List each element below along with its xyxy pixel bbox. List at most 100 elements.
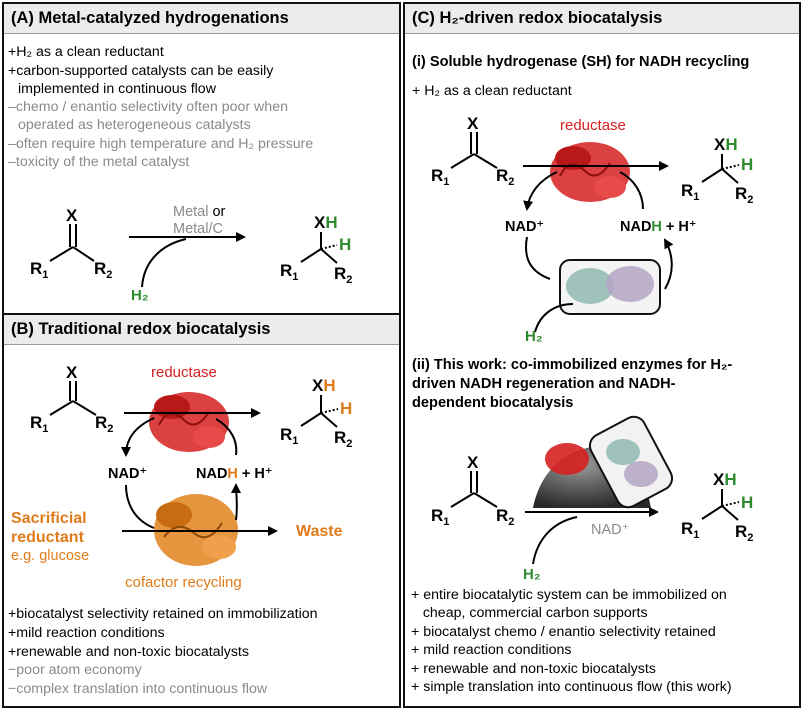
product-structure [300, 232, 338, 264]
list-item: + renewable and non-toxic biocatalysts [411, 661, 656, 677]
reductant-label: reductant [11, 529, 85, 546]
product-xh: XH [314, 213, 338, 232]
sacrificial-label: Sacrificial [11, 510, 87, 527]
reductase-protein-image [149, 392, 229, 452]
panel-c: (C) H₂-driven redox biocatalysis (i) Sol… [403, 2, 801, 708]
panel-c-title: (C) H₂-driven redox biocatalysis [412, 9, 663, 27]
list-item: +H₂ as a clean reductant [8, 44, 164, 60]
glucose-label: e.g. glucose [11, 548, 89, 564]
list-item: cheap, commercial carbon supports [411, 605, 648, 621]
reductase-label: reductase [560, 117, 626, 134]
nad-plus-label: NAD⁺ [591, 522, 629, 538]
ketone-structure [49, 224, 95, 262]
list-item: operated as heterogeneous catalysts [18, 117, 251, 133]
atom-x: X [66, 206, 78, 225]
panel-a-title: (A) Metal-catalyzed hydrogenations [11, 9, 289, 27]
product-r2: R2 [334, 428, 352, 450]
cycle-arrow-left [121, 417, 155, 457]
carbon-support-image [533, 415, 674, 509]
h2-curve [532, 516, 578, 565]
r1-label: R1 [30, 259, 48, 281]
sub-i-title: (i) Soluble hydrogenase (SH) for NADH re… [412, 54, 750, 70]
sh-cycle-left [525, 236, 551, 280]
list-item: –chemo / enantio selectivity often poor … [8, 99, 288, 115]
product-h: H [741, 493, 753, 512]
cofactor-recycling-label: cofactor recycling [125, 574, 242, 591]
list-item: +biocatalyst selectivity retained on imm… [8, 606, 318, 622]
h2-label: H₂ [525, 328, 543, 345]
list-item: +carbon-supported catalysts can be easil… [8, 63, 274, 79]
ketone-structure [450, 471, 498, 508]
product-structure [300, 395, 339, 428]
cycle-arrow-right [215, 418, 238, 456]
product-h: H [741, 155, 753, 174]
panel-c-header: (C) H₂-driven redox biocatalysis [405, 4, 799, 34]
product-structure [701, 154, 740, 184]
product-h: H [340, 399, 352, 418]
r2-label: R2 [94, 259, 112, 281]
sh-cycle-right [664, 238, 674, 290]
product-r2: R2 [735, 184, 753, 206]
list-item: + simple translation into continuous flo… [411, 679, 732, 695]
metal-c-label: Metal/C [173, 221, 223, 237]
atom-x: X [467, 453, 479, 472]
panel-a-scheme: X R1 R2 Metal or Metal/C H₂ XH H R1 R2 [30, 204, 352, 304]
h2-label: H₂ [131, 287, 149, 304]
list-item: implemented in continuous flow [18, 81, 216, 97]
soluble-hydrogenase-image [559, 259, 661, 315]
list-item: + biocatalyst chemo / enantio selectivit… [411, 624, 716, 640]
r1-label: R1 [431, 166, 449, 188]
reductase-label: reductase [151, 364, 217, 381]
product-h: H [339, 235, 351, 254]
product-r1: R1 [681, 519, 699, 541]
lower-cycle-right [231, 483, 242, 521]
nad-plus-label: NAD⁺ [505, 219, 544, 235]
panel-a-header: (A) Metal-catalyzed hydrogenations [4, 4, 399, 34]
product-r2: R2 [735, 522, 753, 544]
h2-curve [141, 238, 187, 288]
product-xh: XH [714, 135, 738, 154]
waste-label: Waste [296, 523, 343, 540]
panel-c-scheme-i: reductase X R1 R2 NAD⁺ NADH + H⁺ H₂ [431, 114, 753, 345]
ketone-structure [450, 132, 498, 169]
atom-x: X [467, 114, 479, 133]
nad-plus-label: NAD⁺ [108, 466, 147, 482]
product-r1: R1 [280, 425, 298, 447]
product-xh: XH [312, 376, 336, 395]
list-item: –toxicity of the metal catalyst [8, 154, 190, 170]
product-r1: R1 [681, 181, 699, 203]
sub-i-item: + H₂ as a clean reductant [412, 83, 572, 99]
cycle-arrow-right [619, 171, 644, 210]
r2-label: R2 [496, 506, 514, 528]
sub-ii-title-line-3: dependent biocatalysis [412, 395, 574, 411]
list-item: + entire biocatalytic system can be immo… [411, 587, 727, 603]
list-item: +renewable and non-toxic biocatalysts [8, 644, 249, 660]
r1-label: R1 [30, 413, 48, 435]
r2-label: R2 [95, 413, 113, 435]
r2-label: R2 [496, 166, 514, 188]
panel-a: (A) Metal-catalyzed hydrogenations +H₂ a… [2, 2, 401, 315]
panel-b-scheme: reductase X R1 R2 NAD⁺ NADH + H⁺ Sacrifi… [11, 363, 352, 591]
panel-c-scheme-ii: X R1 R2 NAD⁺ H₂ XH H R1 R2 [431, 415, 753, 583]
reductase-protein-image [550, 142, 630, 202]
nadh-label: NADH + H⁺ [620, 219, 697, 235]
nadh-label: NADH + H⁺ [196, 466, 273, 482]
sub-ii-title-line-2: driven NADH regeneration and NADH- [412, 376, 676, 392]
panel-b: (B) Traditional redox biocatalysis reduc… [2, 313, 401, 708]
list-item: + mild reaction conditions [411, 642, 572, 658]
product-structure [701, 489, 740, 521]
list-item: –often require high temperature and H₂ p… [8, 136, 314, 152]
ketone-structure [49, 381, 97, 416]
list-item: +mild reaction conditions [8, 625, 165, 641]
sub-ii-title-line-1: (ii) This work: co-immobilized enzymes f… [412, 357, 733, 373]
product-r1: R1 [280, 261, 298, 283]
panel-b-title: (B) Traditional redox biocatalysis [11, 320, 271, 338]
list-item: −poor atom economy [8, 662, 142, 678]
h2-curve [534, 303, 574, 333]
h2-label: H₂ [523, 566, 541, 583]
atom-x: X [66, 363, 78, 382]
r1-label: R1 [431, 506, 449, 528]
panel-b-header: (B) Traditional redox biocatalysis [4, 315, 399, 345]
cycle-arrow-left [523, 171, 558, 211]
lower-cycle-left [125, 484, 155, 529]
